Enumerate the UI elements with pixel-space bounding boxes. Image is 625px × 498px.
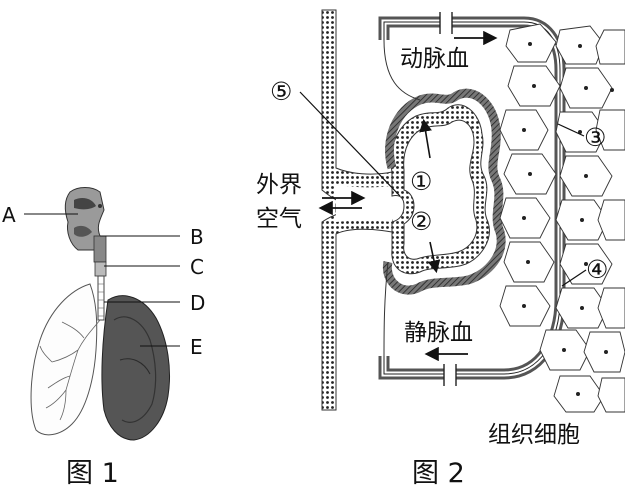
- marker-3: ③: [584, 123, 606, 152]
- cell-nuclei: [522, 42, 614, 396]
- label-a: A: [2, 203, 16, 227]
- tissue-cells: [499, 23, 625, 413]
- alveolus-space: [403, 119, 478, 260]
- marker-4: ④: [586, 255, 608, 284]
- label-d: D: [190, 291, 205, 315]
- bronchial-tree: [39, 319, 101, 421]
- trachea: [97, 275, 105, 321]
- pharynx: [93, 235, 107, 263]
- right-lung: [101, 295, 170, 441]
- leader-5: [299, 91, 401, 197]
- label-e: E: [190, 335, 203, 359]
- label-lines-fig1: [24, 213, 180, 347]
- leader-3: [557, 123, 585, 137]
- exchange-arrow-1: [419, 118, 432, 159]
- arterial-blood-label: 动脉血: [400, 46, 469, 72]
- pulmonary-capillary: [382, 88, 506, 295]
- vessel-break-bottom: [444, 364, 456, 386]
- figure-1-caption: 图 1: [66, 458, 119, 489]
- label-c: C: [190, 255, 204, 279]
- outside-air-label-1: 外界: [256, 172, 302, 198]
- label-b: B: [190, 225, 204, 249]
- larynx: [94, 261, 107, 277]
- marker-1: ①: [410, 167, 432, 196]
- leader-4: [561, 269, 587, 287]
- marker-5: ⑤: [270, 77, 292, 106]
- figure-2: 动脉血 静脉血 外界 空气 组织细胞 ① ② ③ ④ ⑤ 图 2: [256, 9, 625, 489]
- exchange-arrow-2: [427, 241, 441, 274]
- outside-air-label-2: 空气: [256, 206, 302, 232]
- figure-2-caption: 图 2: [412, 458, 465, 489]
- marker-2: ②: [410, 207, 432, 236]
- vessel-break-top: [440, 12, 452, 34]
- left-lung: [30, 283, 98, 436]
- venous-blood-label: 静脉血: [404, 320, 473, 346]
- tissue-cells-label: 组织细胞: [488, 422, 580, 448]
- figure-1: A B C D E 图 1: [2, 187, 205, 489]
